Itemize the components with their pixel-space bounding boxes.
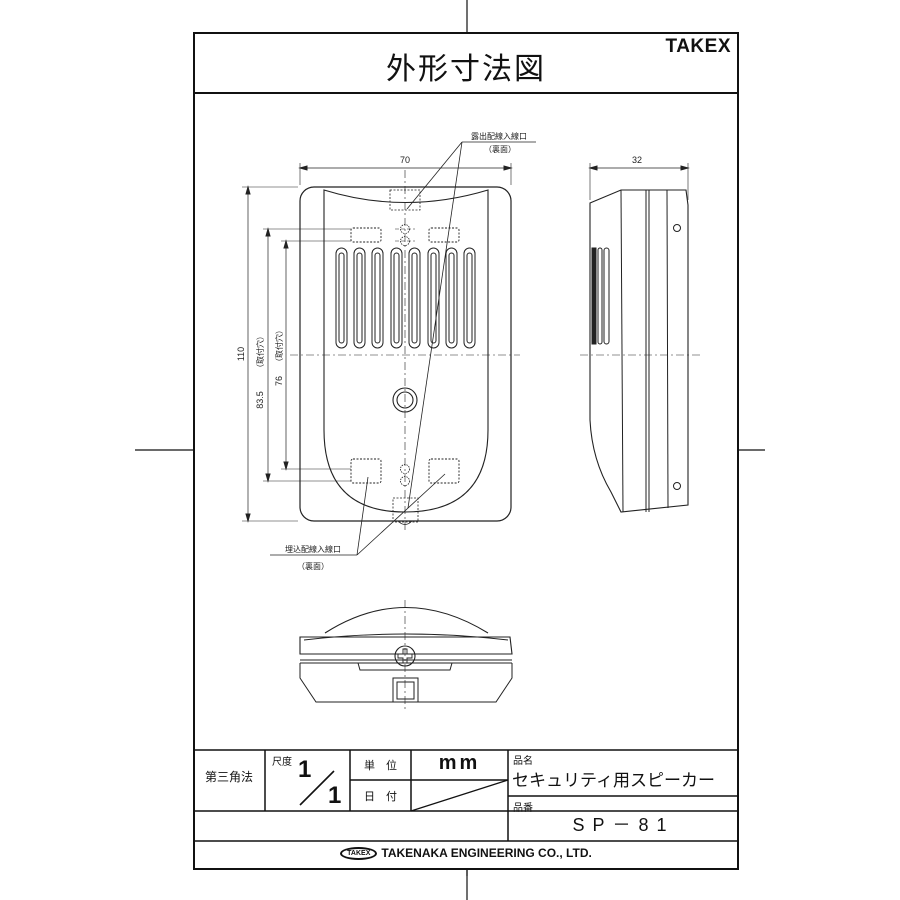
product-code-label: 品番 <box>513 803 533 814</box>
surface-wiring-label: 露出配線入線口 <box>471 131 527 141</box>
drawing-title: 外形寸法図 <box>386 52 546 87</box>
scale-label: 尺度 <box>272 757 292 768</box>
brand-logo: TAKEX <box>665 36 731 57</box>
product-name-label: 品名 <box>513 756 533 767</box>
grille-slots <box>335 247 476 349</box>
dim-mount-outer: 83.5 <box>255 391 265 409</box>
embedded-wiring-label: 埋込配線入線口 <box>285 544 341 554</box>
dim-mount-inner-note: （取付穴） <box>274 326 284 366</box>
surface-wiring-note: （裏面） <box>484 144 516 154</box>
drawing-frame <box>193 32 739 870</box>
company-name: TAKENAKA ENGINEERING CO., LTD. <box>381 846 592 860</box>
side-view <box>580 163 700 513</box>
scale-denominator: 1 <box>328 782 342 809</box>
front-view <box>242 141 536 556</box>
dim-width: 70 <box>400 155 410 165</box>
company-footer: TAKEX TAKENAKA ENGINEERING CO., LTD. <box>193 846 739 860</box>
dim-mount-outer-note: （取付穴） <box>255 332 265 372</box>
unit-value: mm <box>438 752 481 774</box>
title-header: 外形寸法図 TAKEX <box>193 32 739 94</box>
date-label: 日 付 <box>364 790 397 803</box>
dim-height: 110 <box>236 347 246 361</box>
product-name: セキュリティ用スピーカー <box>512 771 715 791</box>
bottom-view <box>299 600 513 712</box>
scale-numerator: 1 <box>298 756 312 783</box>
dim-mount-inner: 76 <box>274 376 284 386</box>
product-code: SP－81 <box>572 815 675 835</box>
projection-method: 第三角法 <box>204 770 253 784</box>
dim-depth: 32 <box>632 155 642 165</box>
unit-label: 単 位 <box>364 759 397 772</box>
company-logo: TAKEX <box>340 846 378 860</box>
embedded-wiring-note: （裏面） <box>297 561 329 571</box>
